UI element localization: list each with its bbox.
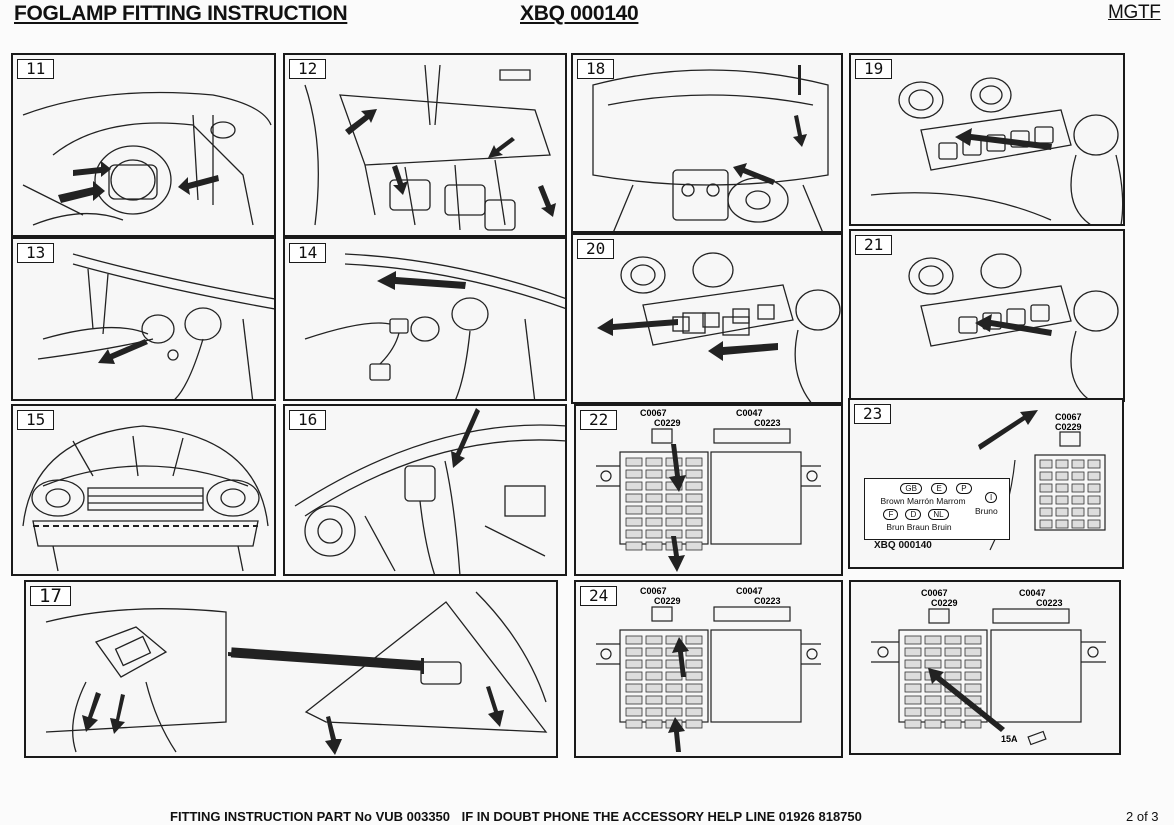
step-number: 13 (17, 243, 55, 263)
legend-name: Bruin (931, 522, 952, 532)
svg-text:C0067: C0067 (640, 586, 667, 596)
legend-code: F (883, 509, 899, 520)
wire-colour-legend: GB E P Brown Marrón Marrom I F D NL Brun… (864, 478, 1010, 540)
step-number: 21 (855, 235, 893, 255)
step-panel-13: 13 (11, 237, 276, 401)
svg-text:C0067: C0067 (640, 408, 667, 418)
kit-code: XBQ 000140 (520, 2, 639, 25)
legend-code: E (931, 483, 947, 494)
step-panel-24: 24 C0067 C0229 C0047 C0223 (574, 580, 843, 758)
step-panel-11: 11 (11, 53, 276, 237)
legend-code: P (956, 483, 972, 494)
step-number: 19 (855, 59, 893, 79)
svg-text:C0223: C0223 (1036, 598, 1063, 608)
step-number: 22 (580, 410, 618, 430)
svg-text:C0067: C0067 (1055, 412, 1082, 422)
svg-text:C0229: C0229 (1055, 422, 1082, 432)
headlamp-illustration (22, 91, 272, 226)
svg-text:C0229: C0229 (654, 418, 681, 428)
step-panel-19: 19 (849, 53, 1125, 226)
step-number: 15 (17, 410, 55, 430)
legend-code: I (985, 492, 998, 503)
svg-text:C0229: C0229 (654, 596, 681, 606)
fuse-rating: 15A (1001, 734, 1018, 744)
step-number: 23 (854, 404, 892, 424)
step-number: 17 (30, 586, 71, 606)
legend-code: NL (928, 509, 949, 520)
switch-connectors-illustration (597, 252, 841, 402)
step-panel-12: 12 (283, 53, 567, 237)
step-panel-18: 18 (571, 53, 843, 233)
step-number: 11 (17, 59, 55, 79)
step-panel-21: 21 (849, 229, 1125, 402)
legend-name: Brown (880, 496, 905, 506)
svg-text:C0229: C0229 (931, 598, 958, 608)
legend-name: Bruno (975, 506, 998, 516)
svg-text:C0047: C0047 (1019, 588, 1046, 598)
svg-text:C0047: C0047 (736, 408, 763, 418)
legend-code: D (905, 509, 922, 520)
step-panel-14: 14 (283, 237, 567, 401)
step-panel-16: 16 (283, 404, 567, 576)
step-number: 18 (577, 59, 615, 79)
legend-name: Marrón (906, 496, 934, 506)
step-panel-17: 17 (24, 580, 558, 758)
fusebox-fuse-illustration: C0067 C0229 C0047 C0223 15A (871, 588, 1106, 746)
legend-name: Brun (886, 522, 905, 532)
step-number: 24 (580, 586, 618, 606)
pedal-box-illustration (304, 64, 556, 231)
step-panel-22: 22 C0067 C0229 C0047 C0223 (574, 404, 843, 576)
svg-text:C0047: C0047 (736, 586, 763, 596)
svg-text:C0223: C0223 (754, 418, 781, 428)
fusebox-legend-illustration: C0067 C0229 (978, 410, 1106, 551)
step-panel-23: 23 C0067 C0229 GB E P Brown Marrón Marro… (848, 398, 1124, 569)
bulkhead-harness-illustration (37, 253, 274, 399)
svg-text:C0067: C0067 (921, 588, 948, 598)
legend-name: Braun (906, 522, 930, 532)
step-number: 16 (289, 410, 327, 430)
footer-text: FITTING INSTRUCTION PART No VUB 003350 I… (170, 809, 870, 824)
step-number: 20 (577, 239, 615, 259)
vehicle-model: MGTF (1108, 2, 1161, 23)
legend-name: Marrom (936, 496, 966, 506)
step-panel-25: C0067 C0229 C0047 C0223 15A (849, 580, 1121, 755)
switch-bank-illustration (870, 77, 1123, 224)
bulkhead-connectors-illustration (304, 253, 565, 399)
dashboard-illustration (592, 65, 829, 231)
legend-code: GB (900, 483, 922, 494)
footwell-trim-illustration (45, 591, 548, 755)
footer-part-number: FITTING INSTRUCTION PART No VUB 003350 (170, 809, 451, 824)
front-view-illustration (22, 425, 269, 572)
step-number: 14 (289, 243, 327, 263)
step-number: 12 (289, 59, 327, 79)
fusebox-illustration: C0067 C0229 C0047 C0223 (596, 408, 821, 572)
page-number: 2 of 3 (1126, 809, 1159, 824)
svg-text:C0223: C0223 (754, 596, 781, 606)
under-bonnet-illustration (294, 408, 565, 574)
step-panel-20: 20 (571, 233, 843, 404)
switch-fitted-illustration (908, 253, 1119, 400)
fusebox-illustration: C0067 C0229 C0047 C0223 (596, 586, 821, 752)
document-title: FOGLAMP FITTING INSTRUCTION (14, 2, 348, 25)
legend-kit-code: XBQ 000140 (874, 540, 932, 551)
step-panel-15: 15 (11, 404, 276, 576)
footer-helpline: IF IN DOUBT PHONE THE ACCESSORY HELP LIN… (461, 809, 862, 824)
